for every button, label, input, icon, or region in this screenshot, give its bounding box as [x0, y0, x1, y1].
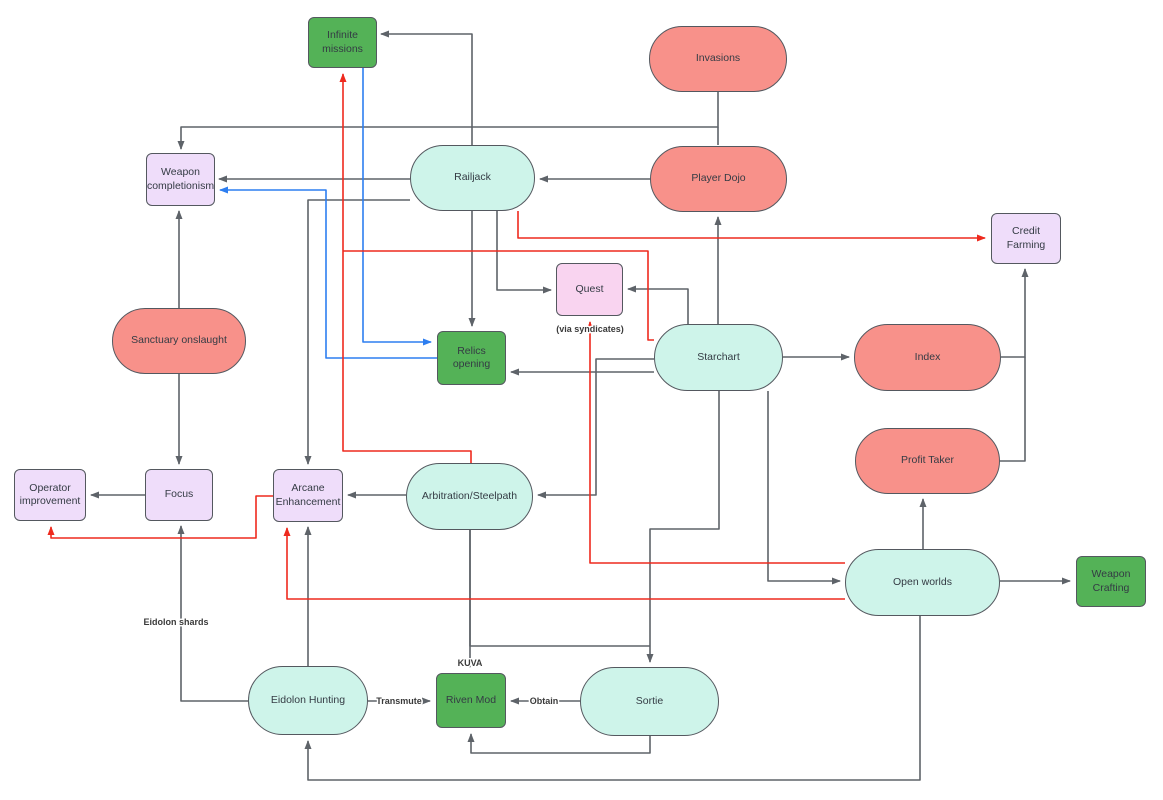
- node-label: Operator improvement: [19, 481, 81, 507]
- node-player-dojo: Player Dojo: [650, 146, 787, 212]
- node-label: Arcane Enhancement: [275, 482, 341, 508]
- edge-starchart-to-sortie: [646, 391, 720, 663]
- node-quest: Quest: [556, 263, 623, 316]
- node-weapon-crafting: Weapon Crafting: [1076, 556, 1146, 607]
- node-index: Index: [854, 324, 1001, 391]
- node-relics-opening: Relics opening: [437, 331, 506, 385]
- node-riven-mod: Riven Mod: [436, 673, 506, 728]
- node-operator-improvement: Operator improvement: [14, 469, 86, 521]
- edge-railjack-to-infinite-missions: [380, 30, 473, 145]
- node-label: Starchart: [697, 350, 740, 363]
- edge-arcane-enhancement-to-operator-improvement: [47, 495, 273, 539]
- edge-label-kuva: KUVA: [458, 658, 483, 668]
- edge-sortie-to-riven-mod-bottom: [467, 733, 651, 754]
- node-arbitration-steelpath: Arbitration/Steelpath: [406, 463, 533, 530]
- edge-invasions-to-weapon-completionism: [177, 92, 719, 150]
- edge-eidolon-hunting-to-focus: [177, 525, 248, 702]
- node-label: Focus: [164, 488, 194, 501]
- node-credit-farming: Credit Farming: [991, 213, 1061, 264]
- node-arcane-enhancement: Arcane Enhancement: [273, 469, 343, 522]
- node-label: Weapon Crafting: [1091, 568, 1131, 594]
- edge-open-worlds-to-eidolon-hunting: [304, 616, 921, 781]
- edge-arbitration-to-infinite-missions: [339, 73, 472, 463]
- edge-label-via-syndicates: (via syndicates): [556, 324, 624, 334]
- edge-label-obtain: Obtain: [530, 696, 559, 706]
- node-open-worlds: Open worlds: [845, 549, 1000, 616]
- edge-open-worlds-to-arcane-enhancement: [283, 527, 845, 600]
- edge-starchart-to-open-worlds: [767, 391, 841, 585]
- node-label: Infinite missions: [322, 29, 363, 55]
- edge-label-eidolon-shards: Eidolon shards: [143, 617, 208, 627]
- edge-starchart-to-arbitration: [537, 358, 654, 499]
- node-label: Credit Farming: [1006, 225, 1046, 251]
- node-label: Invasions: [695, 52, 741, 65]
- edge-label-transmute: Transmute: [376, 696, 422, 706]
- node-label: Quest: [575, 282, 604, 295]
- node-label: Relics opening: [452, 344, 491, 370]
- node-label: Open worlds: [893, 575, 952, 588]
- node-label: Railjack: [454, 171, 491, 184]
- edge-profit-taker-to-credit-farming: [1000, 357, 1026, 462]
- node-label: Riven Mod: [445, 693, 497, 706]
- node-label: Weapon completionism: [146, 166, 215, 192]
- node-label: Sortie: [635, 694, 664, 707]
- edge-railjack-to-quest: [496, 211, 552, 294]
- node-starchart: Starchart: [654, 324, 783, 391]
- edge-railjack-to-credit-farming: [517, 211, 986, 242]
- node-label: Profit Taker: [901, 454, 954, 467]
- node-label: Sanctuary onslaught: [131, 334, 227, 347]
- node-label: Index: [914, 350, 941, 363]
- edge-infinite-missions-to-relics-opening: [362, 68, 432, 346]
- node-label: Arbitration/Steelpath: [421, 489, 518, 502]
- node-label: Player Dojo: [691, 172, 746, 185]
- node-railjack: Railjack: [410, 145, 535, 211]
- node-sortie: Sortie: [580, 667, 719, 736]
- node-label: Eidolon Hunting: [270, 693, 346, 706]
- node-profit-taker: Profit Taker: [855, 428, 1000, 494]
- node-infinite-missions: Infinite missions: [308, 17, 377, 68]
- node-eidolon-hunting: Eidolon Hunting: [248, 666, 368, 735]
- node-invasions: Invasions: [649, 26, 787, 92]
- node-weapon-completionism: Weapon completionism: [146, 153, 215, 206]
- edge-starchart-to-infinite-missions: [343, 250, 654, 341]
- edge-railjack-to-arcane-enhancement: [304, 199, 410, 465]
- node-focus: Focus: [145, 469, 213, 521]
- node-sanctuary-onslaught: Sanctuary onslaught: [112, 308, 246, 374]
- edge-relics-opening-to-weapon-completionism: [219, 186, 437, 359]
- edge-open-worlds-to-quest: [586, 321, 845, 564]
